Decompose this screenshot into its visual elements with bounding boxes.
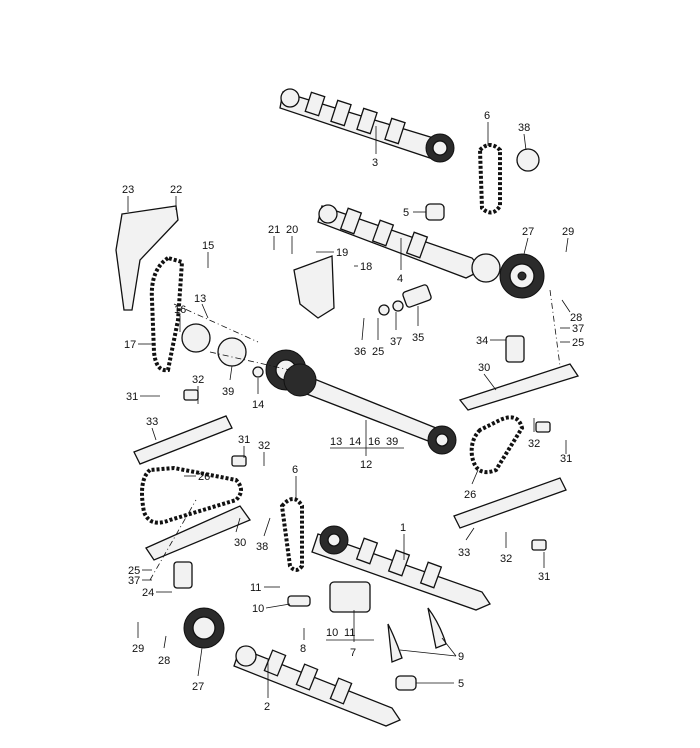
callout-31-c: 31 [560, 453, 572, 465]
callout-38-lower: 38 [256, 541, 268, 553]
callout-12-group-16: 16 [368, 436, 380, 448]
callout-17: 17 [124, 339, 136, 351]
callout-32-a: 32 [192, 374, 204, 386]
callout-19: 19 [336, 247, 348, 259]
callout-5-lower: 5 [458, 678, 464, 690]
callout-36: 36 [354, 346, 366, 358]
callout-33-b: 33 [458, 547, 470, 559]
callout-15: 15 [202, 240, 214, 252]
callout-35: 35 [412, 332, 424, 344]
callout-37-middle: 37 [390, 336, 402, 348]
callout-12-group-13: 13 [330, 436, 342, 448]
callout-4: 4 [397, 273, 403, 285]
callout-1: 1 [400, 522, 406, 534]
callout-2: 2 [264, 701, 270, 713]
callout-28-left: 28 [158, 655, 170, 667]
callout-8: 8 [300, 643, 306, 655]
callout-25-right: 25 [572, 337, 584, 349]
callout-10: 10 [252, 603, 264, 615]
callout-24: 24 [142, 587, 154, 599]
callout-23: 23 [122, 184, 134, 196]
callout-32-c: 32 [528, 438, 540, 450]
callout-37-right: 37 [572, 323, 584, 335]
callout-7-group-10: 10 [326, 627, 338, 639]
callout-12-group-39: 39 [386, 436, 398, 448]
callout-3: 3 [372, 157, 378, 169]
callout-32-b: 32 [258, 440, 270, 452]
callout-6-upper: 6 [484, 110, 490, 122]
callout-39: 39 [222, 386, 234, 398]
callout-28-right: 28 [570, 312, 582, 324]
callout-7: 7 [350, 647, 356, 659]
sprocket-upper [499, 253, 545, 299]
camshaft-bottom [233, 645, 401, 727]
callout-27-upper: 27 [522, 226, 534, 238]
callout-29-right: 29 [562, 226, 574, 238]
callout-7-group-11: 11 [344, 627, 355, 639]
callout-20: 20 [286, 224, 298, 236]
callout-14: 14 [252, 399, 264, 411]
callout-29-left: 29 [132, 643, 144, 655]
callout-25-middle: 25 [372, 346, 384, 358]
callout-31-d: 31 [538, 571, 550, 583]
intermediate-shaft [265, 349, 457, 455]
callout-26-left: 26 [198, 471, 210, 483]
callout-13: 13 [194, 293, 206, 305]
callout-32-d: 32 [500, 553, 512, 565]
assembly-lines [149, 289, 561, 581]
callout-6-lower: 6 [292, 464, 298, 476]
callout-12-group-14: 14 [349, 436, 361, 448]
callout-21: 21 [268, 224, 280, 236]
callout-5-upper: 5 [403, 207, 409, 219]
callout-30-left: 30 [234, 537, 246, 549]
callout-9: 9 [458, 651, 464, 663]
callout-12: 12 [360, 459, 372, 471]
callout-37-left: 37 [128, 575, 140, 587]
callout-33-a: 33 [146, 416, 158, 428]
callout-16: 16 [174, 304, 186, 316]
callout-11: 11 [250, 582, 261, 594]
sprocket-lower [183, 607, 225, 649]
callout-27-lower: 27 [192, 681, 204, 693]
callout-22: 22 [170, 184, 182, 196]
camshaft-upper [279, 88, 455, 163]
small-parts [173, 148, 551, 691]
guide-rails [115, 205, 580, 561]
callout-31-a: 31 [126, 391, 138, 403]
callout-25-left: 25 [128, 565, 140, 577]
callout-31-b: 31 [238, 434, 250, 446]
callout-26-right: 26 [464, 489, 476, 501]
callout-18: 18 [360, 261, 372, 273]
camshaft-middle [317, 204, 501, 283]
chains [140, 143, 525, 572]
callout-38-upper: 38 [518, 122, 530, 134]
callouts: 1 2 3 4 5 5 6 6 7 8 9 10 11 [122, 110, 584, 713]
callout-34: 34 [476, 335, 488, 347]
callout-30-right: 30 [478, 362, 490, 374]
